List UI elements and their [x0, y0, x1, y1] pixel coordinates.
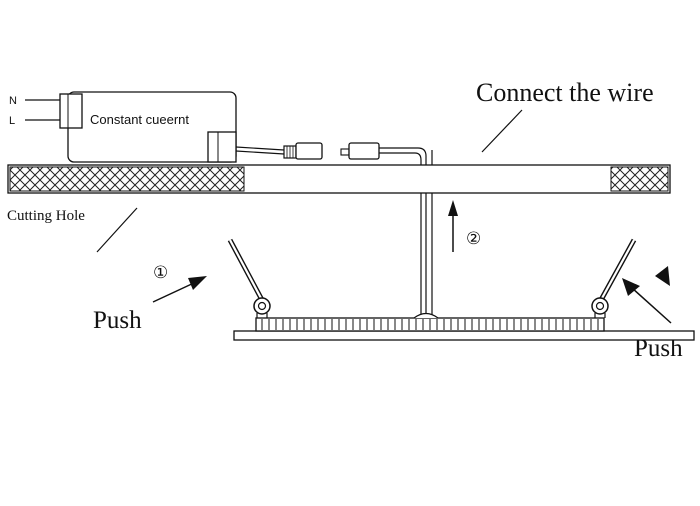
- ceiling-hatch-right: [610, 166, 669, 192]
- ceiling-hatch-left: [9, 166, 245, 192]
- left-spring-clip: [227, 238, 271, 318]
- right-arrow-fragment-icon: [655, 266, 670, 286]
- connect-wire-label: Connect the wire: [476, 78, 654, 107]
- driver-output-cable: [235, 142, 323, 160]
- connect-wire-leader: [481, 109, 523, 153]
- ceiling-board: [7, 164, 671, 194]
- panel-cable: [340, 142, 433, 315]
- right-push-arrow: [622, 278, 672, 324]
- mains-input: N L: [9, 95, 62, 127]
- step2-arrow: [448, 200, 458, 252]
- left-push-arrow: [152, 276, 207, 303]
- step2-marker: ②: [466, 229, 481, 248]
- led-panel: [233, 312, 695, 341]
- cutting-hole-label: Cutting Hole: [7, 208, 85, 224]
- driver-box: Constant cueernt: [59, 91, 237, 163]
- step1-marker: ①: [153, 263, 168, 282]
- neutral-label: N: [9, 95, 17, 107]
- driver-label: Constant cueernt: [90, 112, 189, 127]
- right-spring-clip: [591, 238, 637, 318]
- live-label: L: [9, 115, 15, 127]
- cutting-hole-leader: [96, 207, 138, 253]
- push-left-label: Push: [93, 307, 142, 334]
